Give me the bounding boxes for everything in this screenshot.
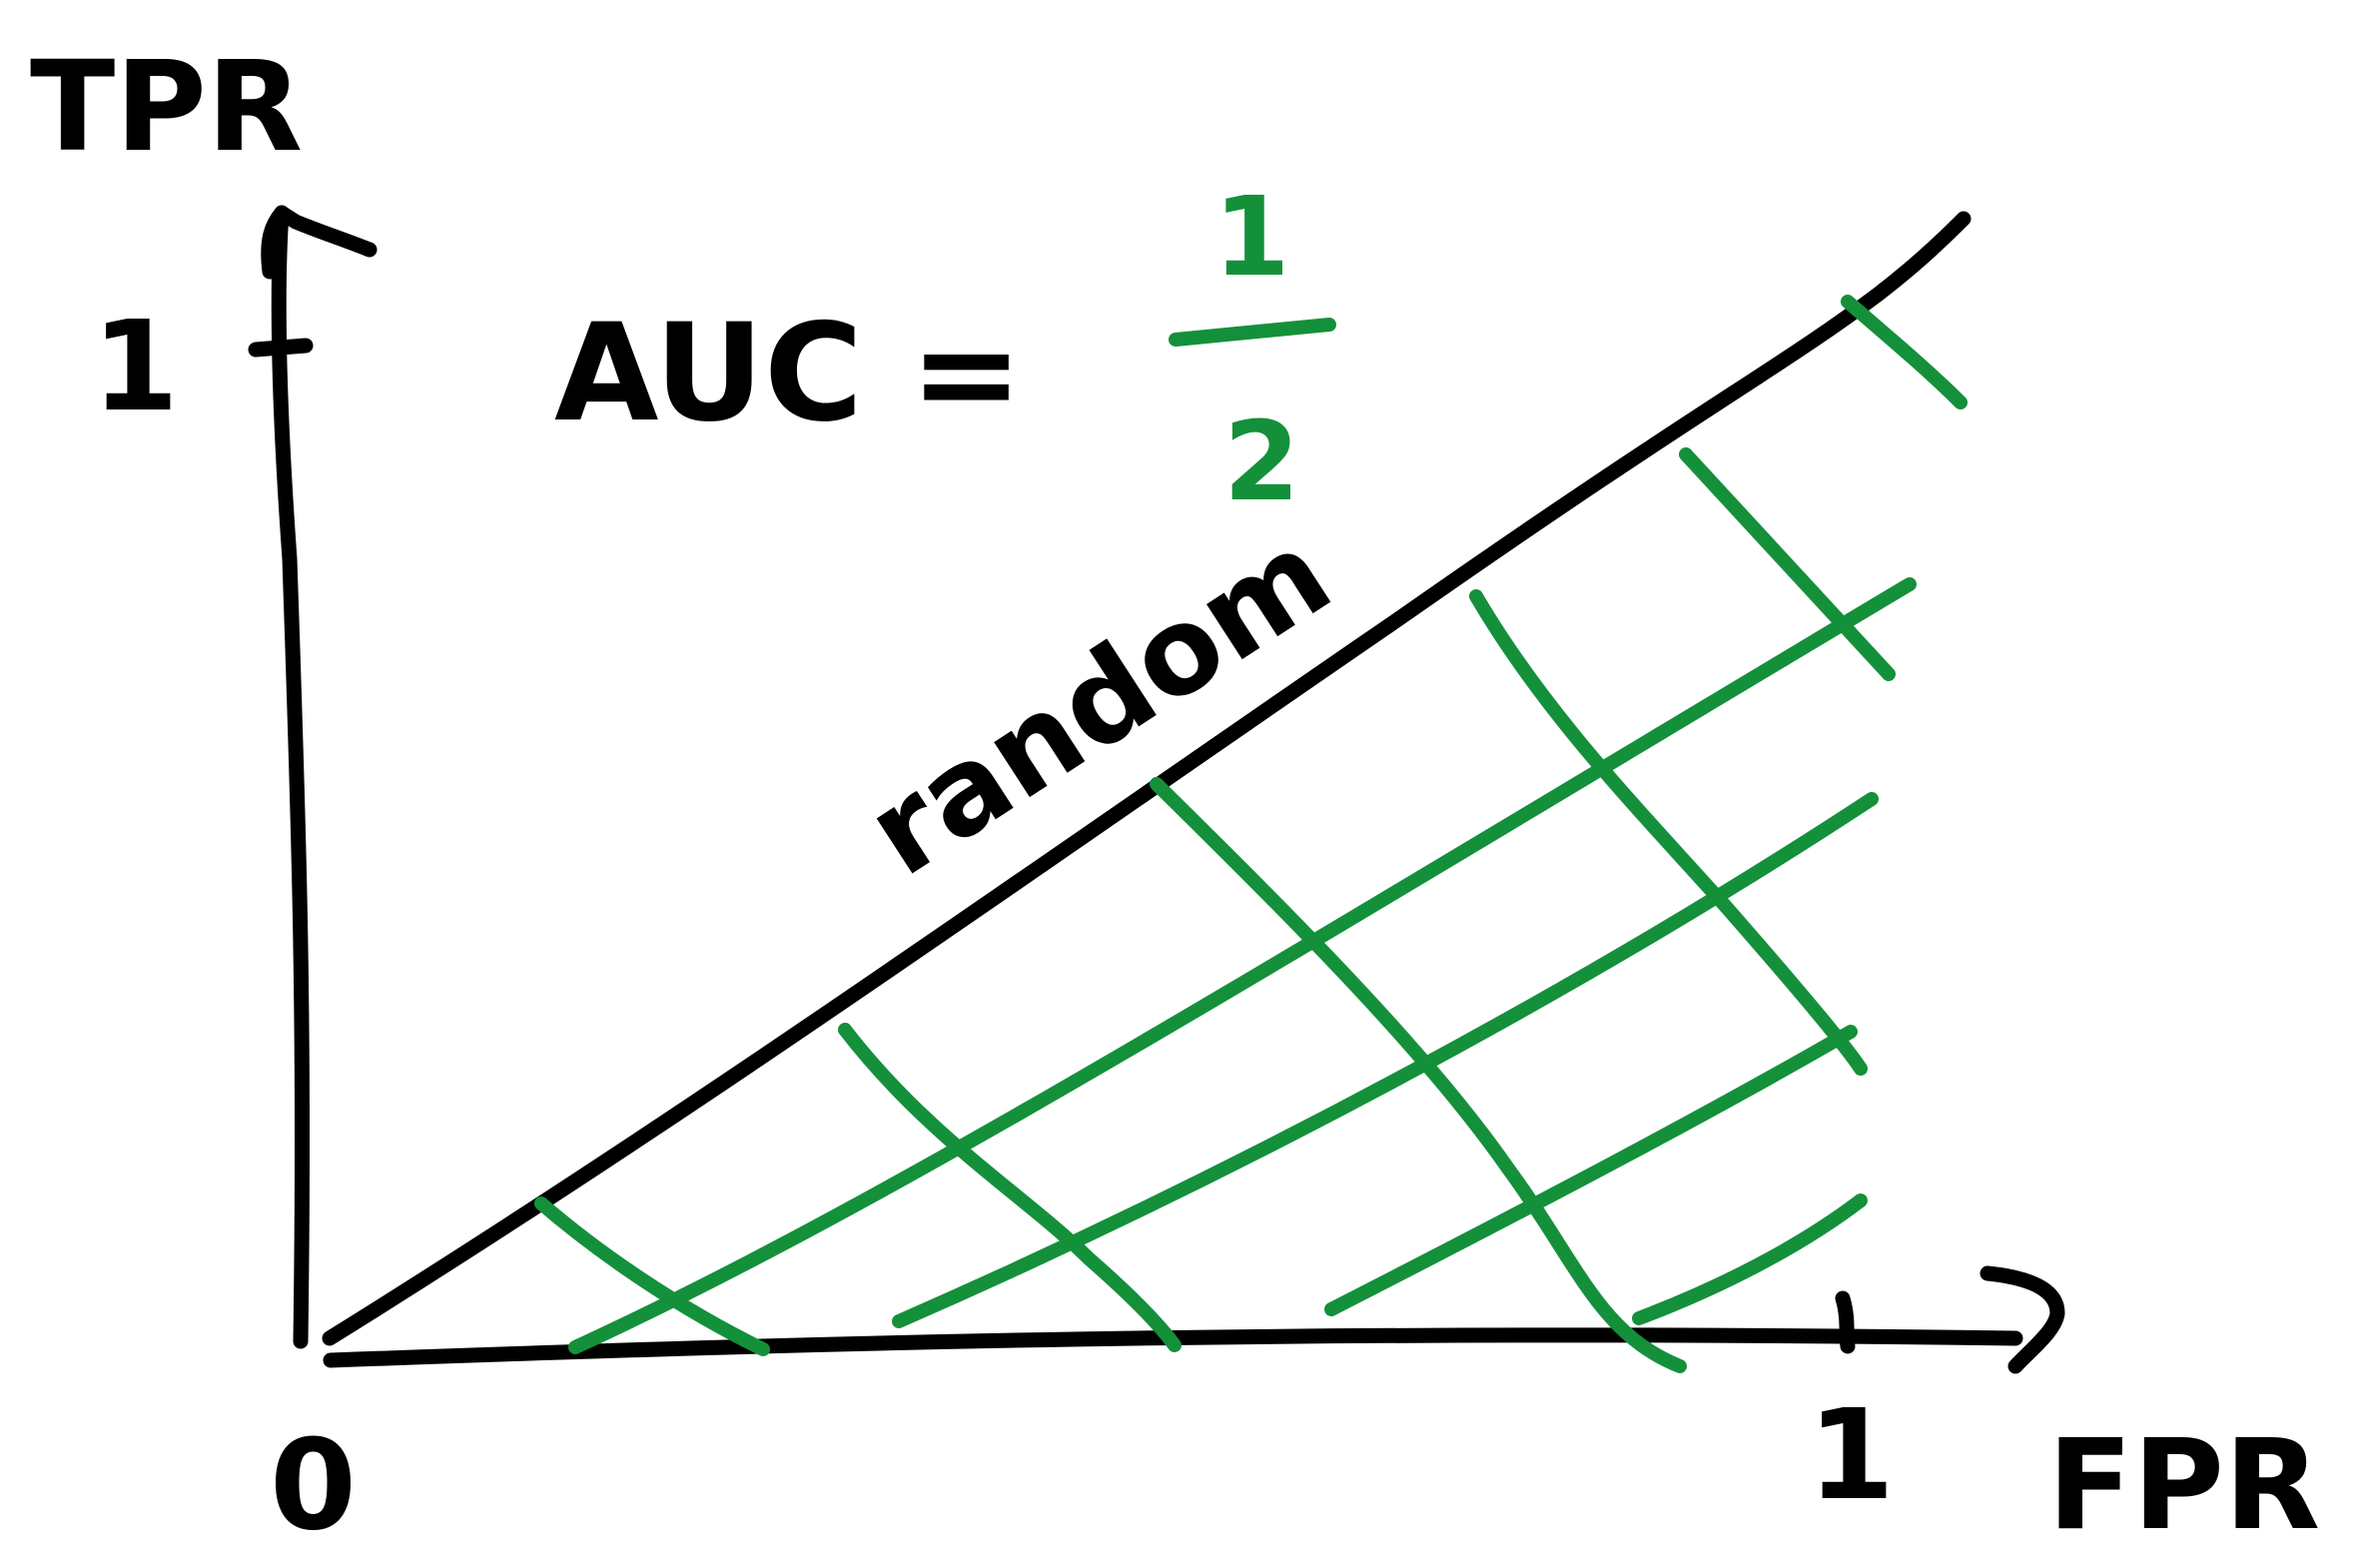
area-hatching — [534, 295, 1968, 1373]
y-axis-tick-1 — [248, 338, 314, 358]
hatch-line — [1841, 295, 1968, 409]
fraction-bar — [1169, 318, 1336, 347]
hatch-line — [1150, 777, 1687, 1373]
hatch-line — [568, 577, 1917, 1354]
y-axis-arrowhead — [261, 205, 378, 280]
hatch-line — [1324, 1025, 1858, 1316]
random-diagonal-line — [322, 211, 1972, 1346]
hatch-line — [534, 1196, 770, 1356]
x-axis-line — [323, 1327, 2023, 1368]
x-max-label: 1 — [1808, 1383, 1895, 1528]
hatch-line — [1469, 589, 1868, 1076]
hatch-line — [1679, 447, 1896, 681]
y-max-label: 1 — [92, 295, 179, 439]
x-axis-tick-1 — [1835, 1290, 1856, 1354]
x-axis-title: FPR — [2047, 1413, 2320, 1558]
auc-formula: AUC = 1 2 — [554, 173, 1336, 525]
hatch-line — [1632, 1193, 1868, 1325]
hatch-line — [838, 1023, 1182, 1352]
fraction-numerator: 1 — [1213, 173, 1290, 301]
auc-equals-label: AUC = — [554, 295, 1023, 451]
hatch-line — [892, 792, 1879, 1328]
y-axis-title: TPR — [30, 35, 303, 180]
x-axis-arrowhead — [1980, 1265, 2065, 1374]
origin-label: 0 — [270, 1413, 357, 1558]
fraction-denominator: 2 — [1223, 397, 1300, 525]
y-axis-line — [271, 205, 311, 1349]
axis-labels: TPR FPR 0 1 1 — [30, 35, 2320, 1558]
axes — [248, 205, 2065, 1374]
